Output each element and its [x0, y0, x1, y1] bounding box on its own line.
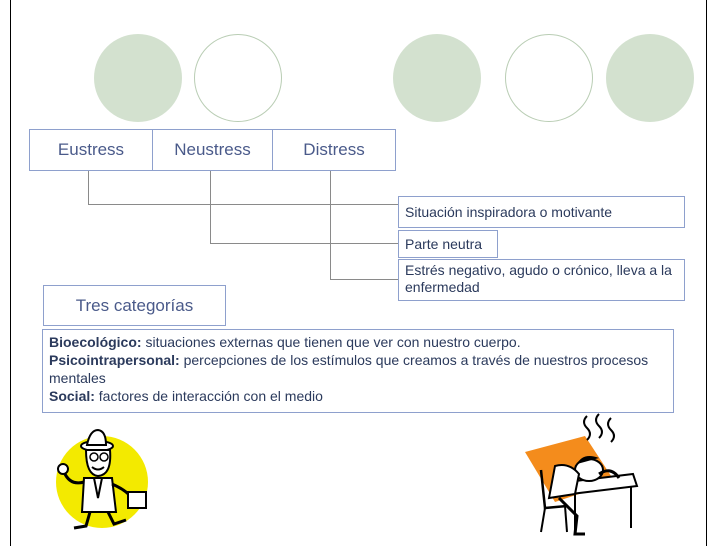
- categories-info-box: Bioecológico: situaciones externas que t…: [42, 329, 674, 413]
- decorative-circle-filled: [94, 34, 182, 122]
- stressed-person-at-desk-icon: [525, 413, 639, 536]
- info-text: percepciones de los estímulos que creamo…: [49, 352, 649, 386]
- connector-line: [88, 171, 89, 204]
- tres-categorias-title: Tres categorías: [43, 285, 226, 326]
- info-psicointrapersonal: Psicointrapersonal: percepciones de los …: [49, 351, 667, 387]
- connector-line: [210, 171, 211, 243]
- connector-line: [88, 204, 398, 205]
- info-social: Social: factores de interacción con el m…: [49, 387, 667, 405]
- decorative-circle-filled: [393, 34, 481, 122]
- info-text: factores de interacción con el medio: [94, 388, 323, 404]
- info-bioecologico: Bioecológico: situaciones externas que t…: [49, 333, 667, 351]
- happy-walking-person-icon: [56, 428, 148, 530]
- info-term: Bioecológico:: [49, 334, 142, 350]
- category-distress: Distress: [272, 129, 396, 171]
- decorative-circle-outline: [194, 34, 282, 122]
- category-eustress: Eustress: [29, 129, 153, 171]
- connector-line: [330, 171, 331, 279]
- connector-line: [330, 279, 398, 280]
- description-distress: Estrés negativo, agudo o crónico, lleva …: [398, 259, 685, 301]
- info-term: Psicointrapersonal:: [49, 352, 180, 368]
- info-text: situaciones externas que tienen que ver …: [141, 334, 521, 350]
- category-neustress: Neustress: [152, 129, 273, 171]
- description-neustress: Parte neutra: [398, 230, 498, 258]
- decorative-circle-outline: [505, 34, 593, 122]
- description-eustress: Situación inspiradora o motivante: [398, 196, 685, 228]
- connector-line: [210, 243, 398, 244]
- info-term: Social:: [49, 388, 95, 404]
- decorative-circle-filled: [606, 34, 694, 122]
- slide-frame: [10, 0, 707, 546]
